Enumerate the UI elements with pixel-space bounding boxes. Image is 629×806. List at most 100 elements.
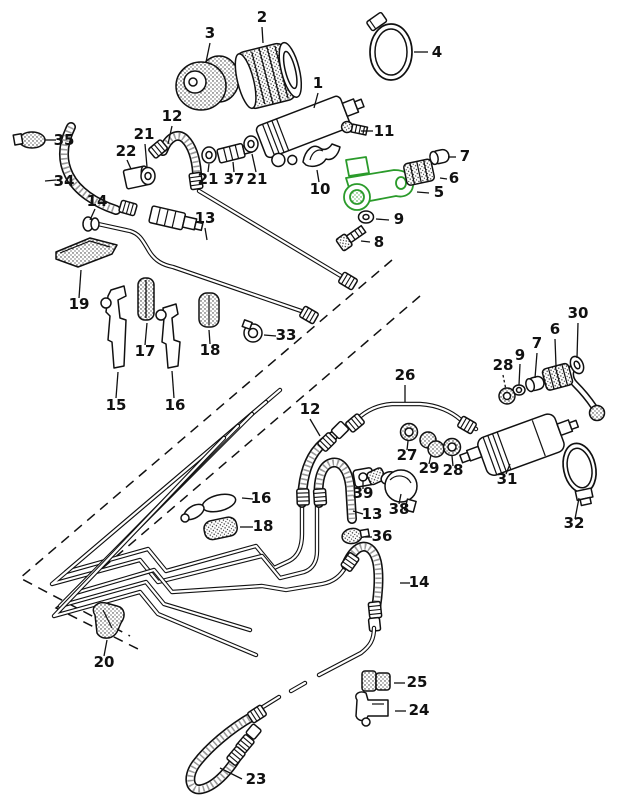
part-9-washer-top	[357, 210, 375, 224]
callout-14-top: 14	[87, 192, 108, 210]
part-3-damper-disc	[175, 55, 240, 111]
part-14-hose-bottom	[339, 541, 384, 633]
part-17-clamp-pad	[137, 277, 155, 321]
callout-7-right: 7	[532, 334, 542, 352]
callout-6-top: 6	[449, 169, 459, 187]
part-6-rubber-sleeve-right	[541, 362, 574, 391]
callout-30: 30	[568, 304, 589, 322]
part-23-hose	[185, 625, 377, 795]
callout-22: 22	[116, 142, 137, 160]
part-20-grommet	[92, 601, 125, 639]
callout-1: 1	[313, 74, 323, 92]
callout-15: 15	[106, 396, 127, 414]
part-12-hose-top	[147, 130, 204, 191]
part-25-clip	[361, 670, 391, 692]
callout-12-bottom: 12	[300, 400, 321, 418]
leader-lines	[44, 26, 580, 780]
callout-14-bottom: 14	[409, 573, 430, 591]
part-8-bolt	[335, 224, 367, 252]
part-26-pipe	[344, 401, 479, 435]
callout-16-bottom: 16	[251, 489, 272, 507]
part-21-seal-ring-a	[140, 166, 156, 186]
callout-21-c: 21	[247, 170, 268, 188]
part-18-clamp-pad	[198, 292, 220, 328]
part-27-nut	[399, 422, 419, 442]
part-32-clamp	[562, 442, 597, 507]
callout-12-top: 12	[162, 107, 183, 125]
callout-3: 3	[205, 24, 215, 42]
part-1-fuel-pump	[255, 95, 365, 168]
callout-18: 18	[200, 341, 221, 359]
part-11-screw	[340, 120, 369, 136]
part-38-damper-valve	[366, 467, 418, 513]
part-4-hose-clamp	[366, 11, 413, 81]
callout-13-bottom: 13	[362, 505, 383, 523]
callout-38: 38	[389, 500, 410, 518]
part-13-pipe-top	[196, 188, 359, 292]
part-34-vent-hose	[59, 122, 204, 232]
part-16-clip-bottom	[180, 493, 237, 523]
callout-4: 4	[432, 43, 442, 61]
part-14-pipe-top	[82, 216, 320, 325]
part-7-bushing-right	[525, 375, 545, 393]
callout-11: 11	[374, 122, 395, 140]
callout-5: 5	[434, 183, 444, 201]
callout-34: 34	[54, 172, 75, 190]
part-13-hose-bottom	[312, 457, 357, 524]
callout-8: 8	[374, 233, 384, 251]
part-19-protector-pad	[55, 237, 118, 268]
part-6-rubber-sleeve-top	[403, 158, 436, 186]
part-16-clip	[155, 303, 181, 369]
callout-7-top: 7	[460, 147, 470, 165]
callout-37: 37	[224, 170, 245, 188]
callout-18-bottom: 18	[253, 517, 274, 535]
callout-9-right: 9	[515, 346, 525, 364]
callout-21-a: 21	[134, 125, 155, 143]
callout-26: 26	[395, 366, 416, 384]
callout-31: 31	[497, 470, 518, 488]
callout-28-right: 28	[493, 356, 514, 374]
part-18-clamp-pad-bottom	[203, 516, 238, 541]
callout-33: 33	[276, 326, 297, 344]
callout-13-top: 13	[195, 209, 216, 227]
callout-36: 36	[372, 527, 393, 545]
callout-25: 25	[407, 673, 428, 691]
callout-6-right: 6	[550, 320, 560, 338]
callout-9-top: 9	[394, 210, 404, 228]
callout-21-b: 21	[198, 170, 219, 188]
part-31-fuel-filter	[459, 413, 580, 476]
callout-28-b: 28	[443, 461, 464, 479]
callout-labels: 3 2 4 1 11 35 12 22 21 34 21 37 21 10 7 …	[54, 8, 589, 788]
part-5-bracket-highlighted	[343, 156, 414, 211]
callout-20: 20	[94, 653, 115, 671]
part-30-strap	[567, 355, 606, 422]
part-24-bracket-clip	[355, 691, 389, 727]
callout-29: 29	[419, 459, 440, 477]
pipe-bundle	[49, 387, 349, 658]
callout-39: 39	[353, 484, 374, 502]
callout-27: 27	[397, 446, 418, 464]
part-29-nut	[419, 431, 445, 458]
callout-24: 24	[409, 701, 430, 719]
callout-19: 19	[69, 295, 90, 313]
part-28-nut-right	[498, 387, 516, 405]
part-2-damper	[234, 41, 303, 110]
callout-17: 17	[135, 342, 156, 360]
callout-10: 10	[310, 180, 331, 198]
callout-35: 35	[54, 131, 75, 149]
part-15-clip	[100, 285, 127, 369]
part-21-seal-ring-b	[201, 146, 217, 164]
part-10-retainer-clip	[302, 143, 341, 168]
callout-32: 32	[564, 514, 585, 532]
callout-16: 16	[165, 396, 186, 414]
part-33-clip	[241, 319, 263, 343]
part-35-cap	[12, 131, 46, 149]
part-7-bushing-top	[429, 148, 450, 166]
part-12-hose-bottom	[295, 420, 350, 508]
part-36-clip	[341, 527, 371, 545]
part-21-seal-ring-c	[243, 135, 259, 153]
callout-2: 2	[257, 8, 267, 26]
part-28-nut-b	[442, 437, 462, 457]
